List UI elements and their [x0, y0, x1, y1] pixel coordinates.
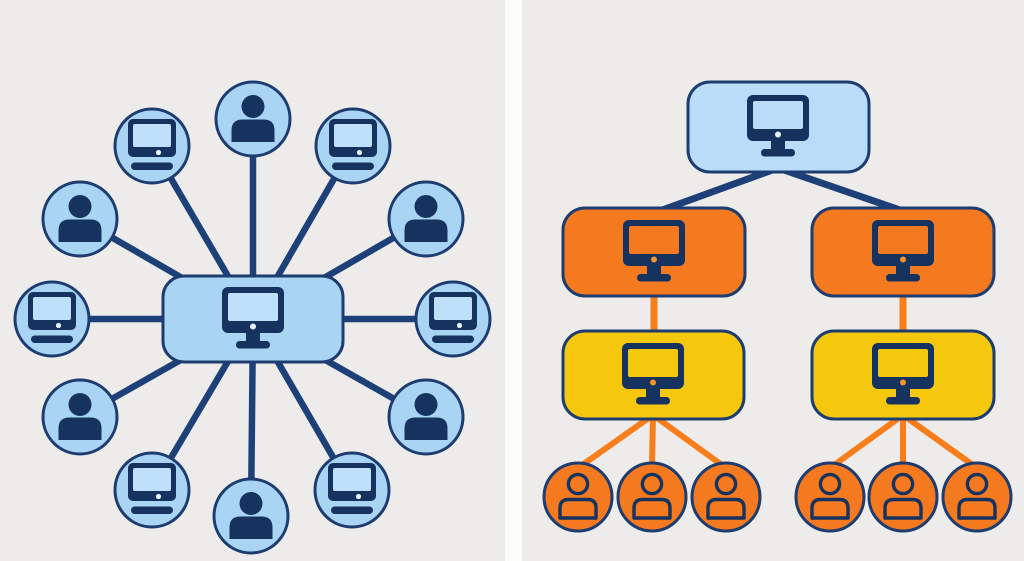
monitor-icon — [28, 292, 76, 343]
computer-node — [113, 107, 191, 185]
monitor-icon — [329, 119, 377, 170]
desktop-computer-icon — [222, 287, 284, 349]
distribution-computer-node — [810, 206, 996, 298]
user-node — [41, 378, 119, 456]
person-icon — [404, 195, 448, 242]
user-node — [212, 477, 290, 555]
desktop-computer-icon — [747, 95, 809, 157]
user-node — [616, 461, 688, 533]
connector-line — [774, 164, 907, 215]
monitor-icon — [128, 119, 176, 170]
star-topology-panel — [0, 0, 505, 561]
person-icon — [404, 393, 448, 440]
connector-line — [650, 412, 729, 471]
person-icon — [229, 492, 273, 539]
tree-topology-panel — [522, 0, 1024, 561]
monitor-icon — [429, 292, 477, 343]
user-node — [542, 461, 614, 533]
user-node — [41, 180, 119, 258]
connector-line — [900, 412, 980, 471]
person-icon — [558, 472, 598, 520]
user-node — [794, 461, 866, 533]
monitor-icon — [128, 463, 176, 514]
person-icon — [632, 472, 672, 520]
connector-line — [575, 412, 656, 471]
user-node — [387, 180, 465, 258]
desktop-computer-icon — [872, 343, 934, 405]
computer-node — [313, 451, 391, 529]
connector-line — [827, 412, 906, 471]
person-icon — [231, 95, 275, 142]
monitor-icon — [328, 463, 376, 514]
user-node — [867, 461, 939, 533]
desktop-computer-icon — [623, 220, 685, 282]
tree-topology-panel-svg — [542, 80, 1013, 533]
root-computer-node — [686, 80, 871, 174]
hub-computer-node — [161, 274, 345, 364]
person-icon — [957, 472, 997, 520]
user-node — [214, 80, 292, 158]
person-icon — [58, 195, 102, 242]
access-computer-node — [810, 329, 996, 421]
person-icon — [706, 472, 746, 520]
person-icon — [810, 472, 850, 520]
access-computer-node — [561, 329, 746, 421]
computer-node — [414, 280, 492, 358]
connector-line — [649, 412, 656, 470]
computer-node — [314, 107, 392, 185]
person-icon — [883, 472, 923, 520]
user-node — [941, 461, 1013, 533]
computer-node — [13, 280, 91, 358]
desktop-computer-icon — [622, 343, 684, 405]
connector-line — [650, 164, 782, 217]
distribution-computer-node — [561, 206, 747, 298]
user-node — [387, 378, 465, 456]
person-icon — [58, 393, 102, 440]
computer-node — [113, 451, 191, 529]
user-node — [690, 461, 762, 533]
desktop-computer-icon — [872, 220, 934, 282]
star-topology-panel-svg — [13, 80, 492, 555]
